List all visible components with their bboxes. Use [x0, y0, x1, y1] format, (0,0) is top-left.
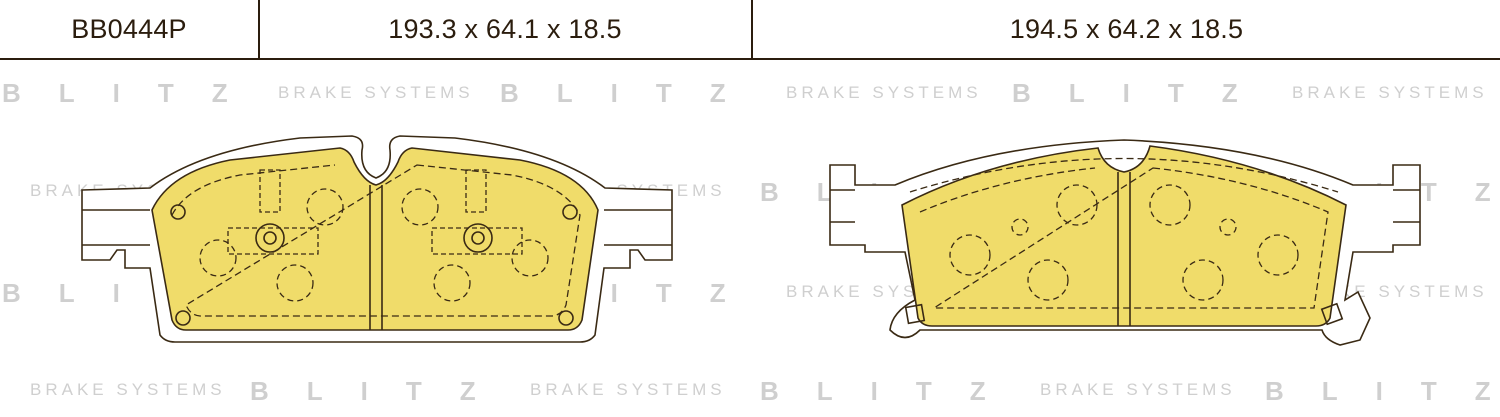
left-friction-material [151, 147, 599, 331]
dimensions-right-pad: 194.5 x 64.2 x 18.5 [1009, 13, 1244, 44]
dimensions-left-pad: 193.3 x 64.1 x 18.5 [388, 13, 622, 44]
watermark-logo: BLITZ [250, 376, 514, 406]
watermark-logo: BLITZ [1265, 376, 1491, 406]
left-clip-ring-b-inner [471, 231, 485, 245]
watermark-logo: BLITZ [1012, 78, 1276, 108]
left-shim-tab-a [227, 169, 319, 255]
left-brake-pad [81, 135, 673, 343]
left-hole [175, 310, 191, 326]
brake-pad-drawing [81, 135, 1421, 346]
watermark-subtitle: BRAKE SYSTEMS [278, 83, 474, 102]
header-row: BB0444P 193.3 x 64.1 x 18.5 194.5 x 64.2… [0, 0, 1500, 60]
left-clip-ring-a-inner [263, 231, 277, 245]
right-plate-arc [909, 157, 1339, 193]
right-brake-pad [829, 139, 1421, 346]
left-clip-ring-b [463, 223, 493, 253]
watermark-logo: BLITZ [2, 78, 266, 108]
left-clip-ring-a [255, 223, 285, 253]
watermark-logo: BLITZ [500, 78, 764, 108]
left-dashed-circles [199, 188, 549, 302]
watermark-subtitle: BRAKE SYSTEMS [786, 83, 982, 102]
left-shim-tab-b [431, 169, 523, 255]
left-center-slot [369, 185, 383, 330]
right-wear-marker [904, 303, 926, 325]
right-friction-material [901, 145, 1347, 327]
right-dashed-circles [949, 184, 1299, 301]
watermark-subtitle: BRAKE SYSTEMS [1040, 380, 1236, 399]
header-divider [258, 0, 260, 58]
right-plate-tab-detail [830, 189, 1420, 223]
part-number: BB0444P [71, 13, 187, 44]
watermark-logo: BLITZ [760, 376, 1024, 406]
watermark-subtitle: BRAKE SYSTEMS [1292, 83, 1488, 102]
right-center-slot [1117, 172, 1131, 326]
header-divider [751, 0, 753, 58]
left-hole [558, 310, 574, 326]
left-hole [562, 204, 578, 220]
left-hole [170, 204, 186, 220]
right-wear-marker [1320, 302, 1344, 326]
watermark-subtitle: BRAKE SYSTEMS [530, 380, 726, 399]
watermark-subtitle: BRAKE SYSTEMS [30, 380, 226, 399]
left-plate-tab-detail [82, 209, 672, 246]
right-chamfer-line [919, 167, 1329, 309]
